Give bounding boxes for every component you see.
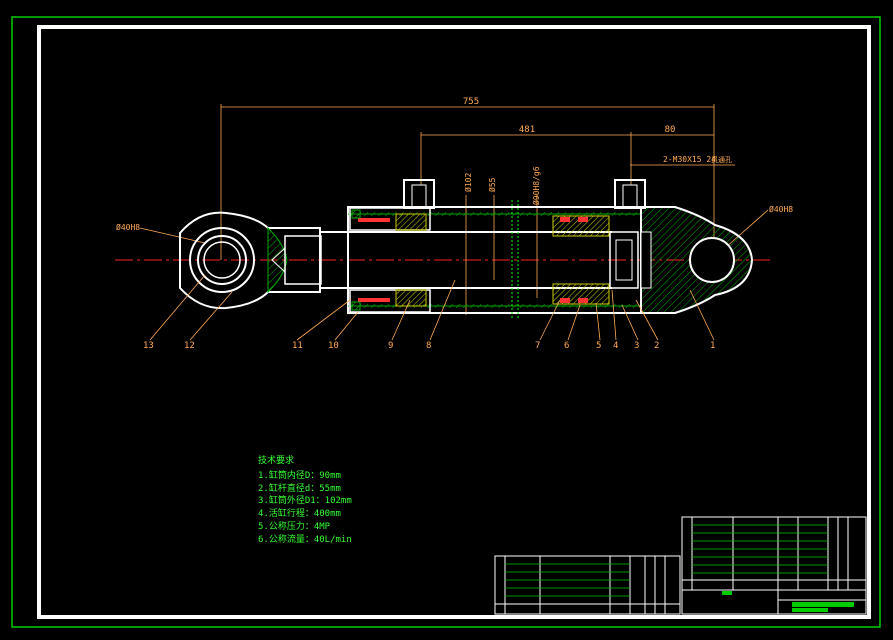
tech-req-item: 1.缸筒内径D：90mm	[258, 470, 341, 481]
part-number-5: 5	[596, 341, 601, 351]
dim-fit-label: Ø90H8/g6	[531, 166, 541, 205]
rear-cap	[640, 206, 754, 314]
parts-list-rows	[505, 563, 630, 597]
tech-req-item: 3.缸筒外径D1：102mm	[258, 496, 352, 507]
part-number-10: 10	[328, 341, 339, 351]
part-number-1: 1	[710, 341, 715, 351]
part-number-11: 11	[292, 341, 303, 351]
dim-port-note-label: 贯通孔	[711, 155, 732, 164]
part-number-13: 13	[143, 341, 154, 351]
part-number-8: 8	[426, 341, 431, 351]
title-block-code-bar	[792, 608, 828, 612]
tech-req-item: 6.公称流量：40L/min	[258, 534, 352, 545]
drawing-frame	[37, 25, 871, 619]
dim-port-thread-label: 2-M30X15 24	[663, 155, 716, 164]
dim-rod-label: Ø55	[487, 177, 497, 192]
title-block-mark	[722, 591, 732, 595]
piston	[552, 215, 639, 305]
dim-bore-label: Ø102	[463, 173, 473, 192]
outer-border	[11, 16, 881, 628]
title-block-name-bar	[792, 602, 854, 607]
part-number-3: 3	[634, 341, 639, 351]
dim-pin-right-label: Ø40H8	[769, 204, 793, 214]
dim-head-offset-label: 80	[665, 125, 676, 135]
oil-port-left	[403, 179, 435, 209]
parts-list-table	[494, 555, 681, 615]
pin-left-leader	[139, 227, 206, 244]
gland	[349, 207, 431, 313]
oil-port-right	[614, 179, 646, 209]
part-number-4: 4	[613, 341, 618, 351]
part-number-6: 6	[564, 341, 569, 351]
rod-eye-left	[179, 211, 322, 310]
tech-req-item: 5.公称压力：4MP	[258, 521, 331, 532]
part-number-2: 2	[654, 341, 659, 351]
technical-requirements: 技术要求 1.缸筒内径D：90mm 2.缸杆直径d：55mm 3.缸筒外径D1：…	[258, 455, 352, 547]
part-number-9: 9	[388, 341, 393, 351]
tech-req-item: 4.活缸行程：400mm	[258, 509, 341, 520]
title-block	[681, 516, 867, 615]
part-leaders	[149, 274, 715, 341]
part-number-7: 7	[535, 341, 540, 351]
dim-overall-label: 755	[463, 97, 479, 107]
tech-req-title: 技术要求	[258, 456, 295, 466]
tech-req-item: 2.缸杆直径d：55mm	[258, 483, 341, 494]
title-block-rows	[692, 524, 828, 574]
dim-pin-left-label: Ø40H8	[116, 222, 140, 232]
part-number-12: 12	[184, 341, 195, 351]
dim-stroke-label: 481	[519, 125, 535, 135]
